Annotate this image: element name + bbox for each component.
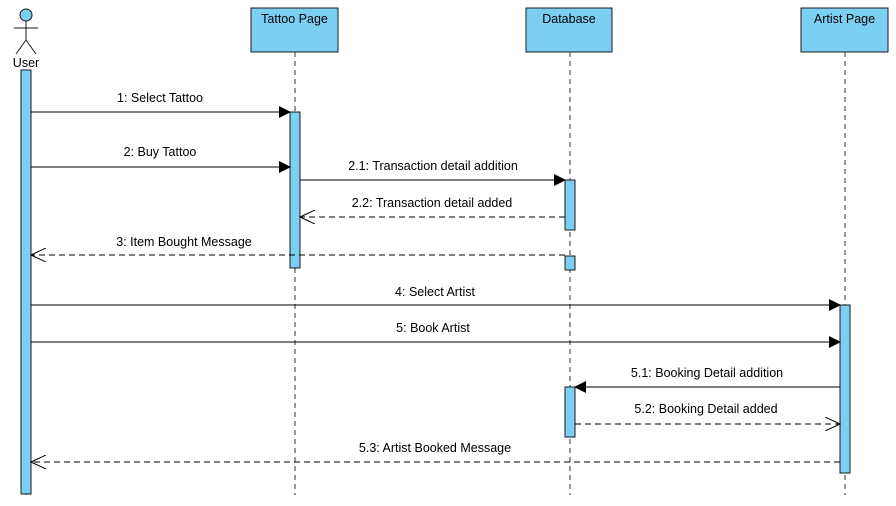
lifeline-artist-page[interactable]: Artist Page [800, 7, 889, 53]
activation-tattoo-page [289, 111, 301, 269]
message-1-label: 1: Select Tattoo [117, 91, 203, 105]
message-2[interactable]: 2: Buy Tattoo [31, 145, 291, 173]
message-1[interactable]: 1: Select Tattoo [31, 91, 291, 118]
activation-database-2 [564, 255, 576, 271]
actor-left-leg [15, 39, 27, 55]
actor-right-leg [25, 39, 37, 55]
message-2-1-label: 2.1: Transaction detail addition [348, 159, 518, 173]
message-4[interactable]: 4: Select Artist [31, 285, 841, 311]
message-5-1-label: 5.1: Booking Detail addition [631, 366, 783, 380]
message-2-2-label: 2.2: Transaction detail added [352, 196, 513, 210]
lifeline-head-tattoo-page [250, 7, 339, 53]
activation-database-3 [564, 386, 576, 438]
activation-artist-page [839, 304, 851, 474]
lifeline-database[interactable]: Database [525, 7, 613, 53]
message-4-label: 4: Select Artist [395, 285, 475, 299]
actor-head [19, 8, 33, 22]
message-5-3[interactable]: 5.3: Artist Booked Message [31, 441, 840, 462]
message-2-1[interactable]: 2.1: Transaction detail addition [300, 159, 566, 186]
actor-activation-bar [20, 69, 32, 495]
message-5[interactable]: 5: Book Artist [31, 321, 841, 348]
lifeline-label-artist-page: Artist Page [814, 12, 875, 26]
message-2-label: 2: Buy Tattoo [124, 145, 197, 159]
message-5-2[interactable]: 5.2: Booking Detail added [575, 402, 840, 424]
lifeline-label-database: Database [542, 12, 596, 26]
message-3[interactable]: 3: Item Bought Message [31, 235, 565, 255]
lifeline-head-database [525, 7, 613, 53]
message-2-2[interactable]: 2.2: Transaction detail added [300, 196, 565, 217]
actor-user[interactable]: User [13, 8, 39, 70]
message-5-label: 5: Book Artist [396, 321, 470, 335]
actor-label: User [13, 56, 39, 70]
message-5-2-label: 5.2: Booking Detail added [634, 402, 777, 416]
activation-database-1 [564, 179, 576, 231]
lifeline-tattoo-page[interactable]: Tattoo Page [250, 7, 339, 53]
message-5-3-label: 5.3: Artist Booked Message [359, 441, 511, 455]
message-3-label: 3: Item Bought Message [116, 235, 252, 249]
message-5-1[interactable]: 5.1: Booking Detail addition [574, 366, 840, 393]
lifeline-label-tattoo-page: Tattoo Page [261, 12, 328, 26]
